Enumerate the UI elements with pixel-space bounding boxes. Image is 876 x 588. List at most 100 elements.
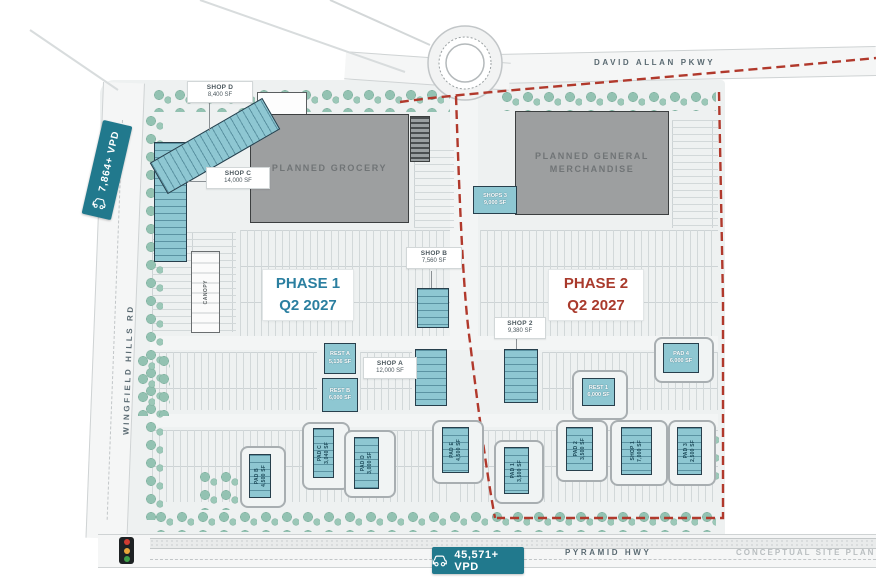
shop-d-leader <box>209 103 210 131</box>
pad-1-label: PAD 1 3,500 SF <box>505 448 528 493</box>
pad-1-sf: 3,500 SF <box>517 459 523 482</box>
pad-2-sf: 3,500 SF <box>580 438 586 460</box>
shop-d-callout: SHOP D 8,400 SF <box>187 81 253 104</box>
planned-grocery-building: PLANNED GROCERY <box>250 114 409 223</box>
shop-2-name: SHOP 2 <box>507 320 533 327</box>
shop-b-callout: SHOP B 7,560 SF <box>406 247 462 270</box>
landscape-patch-southwest <box>196 468 238 510</box>
car-icon <box>432 554 447 566</box>
pad-1-name: PAD 1 <box>510 462 516 479</box>
phase-divider <box>454 95 497 519</box>
shops-3-sf: 9,000 SF <box>483 200 507 206</box>
pad-c-sf: 3,040 SF <box>324 442 330 464</box>
shop-a-building <box>415 349 447 406</box>
phase-2-title: PHASE 2 <box>563 275 629 292</box>
signal-green-light <box>123 555 130 562</box>
parking-mid-west <box>152 352 317 410</box>
parking-east-of-merch <box>672 120 718 228</box>
rest-b-label: REST B 6,000 SF <box>323 379 357 411</box>
rest-b-name: REST B <box>329 387 351 394</box>
pad-4-name: PAD 4 <box>673 350 689 357</box>
signal-yellow-light <box>123 547 130 554</box>
phase-1-title: PHASE 1 <box>275 275 341 292</box>
landscape-patch-west <box>134 352 170 416</box>
pad-e-sf: 4,500 SF <box>456 439 462 461</box>
shop-2-callout: SHOP 2 9,380 SF <box>494 317 546 340</box>
rest-a-label: REST A 5,136 SF <box>325 344 355 373</box>
signal-red-light <box>123 539 130 546</box>
shop-a-name: SHOP A <box>376 360 404 367</box>
planned-general-merchandise-building: PLANNED GENERAL MERCHANDISE <box>515 111 669 215</box>
car-icon <box>92 197 106 209</box>
shops-3-name: SHOPS 3 <box>483 192 507 199</box>
pad-2-name: PAD 2 <box>573 441 579 457</box>
rest-a-building: REST A 5,136 SF <box>324 343 356 374</box>
shop-a-callout: SHOP A 12,000 SF <box>363 357 417 380</box>
shop-1-sf: 7,000 SF <box>637 440 643 462</box>
merch-label-line2: MERCHANDISE <box>549 164 635 174</box>
pad-3-label: PAD 3 2,500 SF <box>678 428 701 474</box>
rest-a-name: REST A <box>330 351 350 358</box>
pyramid-hwy-label: PYRAMID HWY <box>565 548 652 557</box>
pad-e-label: PAD E 4,500 SF <box>443 428 468 472</box>
canopy-label: CANOPY <box>202 279 209 305</box>
rest-b-sf: 6,000 SF <box>328 395 352 401</box>
rest-1-label: REST 1 6,000 SF <box>583 379 614 405</box>
shop-c-callout: SHOP C 14,000 SF <box>206 167 270 190</box>
pyramid-vpd-badge: 45,571+ VPD <box>432 547 524 574</box>
shop-d-name: SHOP D <box>206 84 234 91</box>
pad-d-sf: 3,000 SF <box>367 452 373 474</box>
rest-b-building: REST B 6,000 SF <box>322 378 358 412</box>
traffic-signal-icon <box>119 537 134 564</box>
drive-mid <box>150 336 718 350</box>
shop-1-label: SHOP 1 7,000 SF <box>622 428 651 474</box>
pad-b-building: PAD B 4,500 SF <box>249 454 271 498</box>
pad-2-label: PAD 2 3,500 SF <box>567 428 592 470</box>
wingfield-vpd-value: 7,864+ VPD <box>96 130 122 194</box>
phase-boundary-east-south <box>497 91 725 520</box>
pad-4-building: PAD 4 6,000 SF <box>663 343 699 373</box>
shop-c-sf: 14,000 SF <box>224 178 252 185</box>
planned-grocery-label: PLANNED GROCERY <box>271 162 388 173</box>
pad-b-name: PAD B <box>253 467 260 485</box>
pad-3-name: PAD 3 <box>683 443 689 459</box>
shop-c-name: SHOP C <box>224 170 252 177</box>
shop-b-leader <box>431 271 432 288</box>
phase-2-box: PHASE 2 Q2 2027 <box>549 270 643 320</box>
pad-c-building: PAD C 3,040 SF <box>313 428 334 478</box>
roundabout-island <box>445 43 485 83</box>
pad-c-name: PAD C <box>317 444 323 462</box>
pad-d-building: PAD D 3,000 SF <box>354 437 379 489</box>
shops-3-label: SHOPS 3 9,000 SF <box>474 187 516 213</box>
pyramid-vpd-value: 45,571+ VPD <box>454 548 499 573</box>
merch-label-line1: PLANNED GENERAL <box>534 150 649 161</box>
pad-d-label: PAD D 3,000 SF <box>355 438 378 488</box>
phase-boundary-north <box>399 56 876 104</box>
fuel-canopy: CANOPY <box>191 251 220 333</box>
shop-1-building: SHOP 1 7,000 SF <box>621 427 652 475</box>
planned-merch-label: PLANNED GENERAL MERCHANDISE <box>535 150 649 177</box>
landscape-row-top-east <box>498 88 716 111</box>
landscape-row-bottom <box>152 508 716 532</box>
shop-d-sf: 8,400 SF <box>207 92 233 99</box>
wingfield-vpd-badge: 7,864+ VPD <box>81 119 133 221</box>
entry-drive-north <box>450 95 478 340</box>
pad-3-building: PAD 3 2,500 SF <box>677 427 702 475</box>
parking-east-of-grocery <box>414 150 454 228</box>
pad-b-sf: 4,500 SF <box>260 465 267 487</box>
rest-1-building: REST 1 6,000 SF <box>582 378 615 406</box>
phase-2-date: Q2 2027 <box>567 296 625 314</box>
grocery-loading-dock <box>410 116 430 162</box>
pad-b-label: PAD B 4,500 SF <box>250 455 270 497</box>
pad-1-building: PAD 1 3,500 SF <box>504 447 529 494</box>
conceptual-site-plan-note: CONCEPTUAL SITE PLAN <box>736 548 876 557</box>
pad-c-label: PAD C 3,040 SF <box>314 429 333 477</box>
pad-2-building: PAD 2 3,500 SF <box>566 427 593 471</box>
pad-4-sf: 6,000 SF <box>669 358 693 364</box>
david-allan-pkwy-label: DAVID ALLAN PKWY <box>594 58 716 67</box>
phase-1-box: PHASE 1 Q2 2027 <box>263 270 353 320</box>
shop-2-sf: 9,380 SF <box>507 328 533 335</box>
pad-e-name: PAD E <box>449 442 455 458</box>
